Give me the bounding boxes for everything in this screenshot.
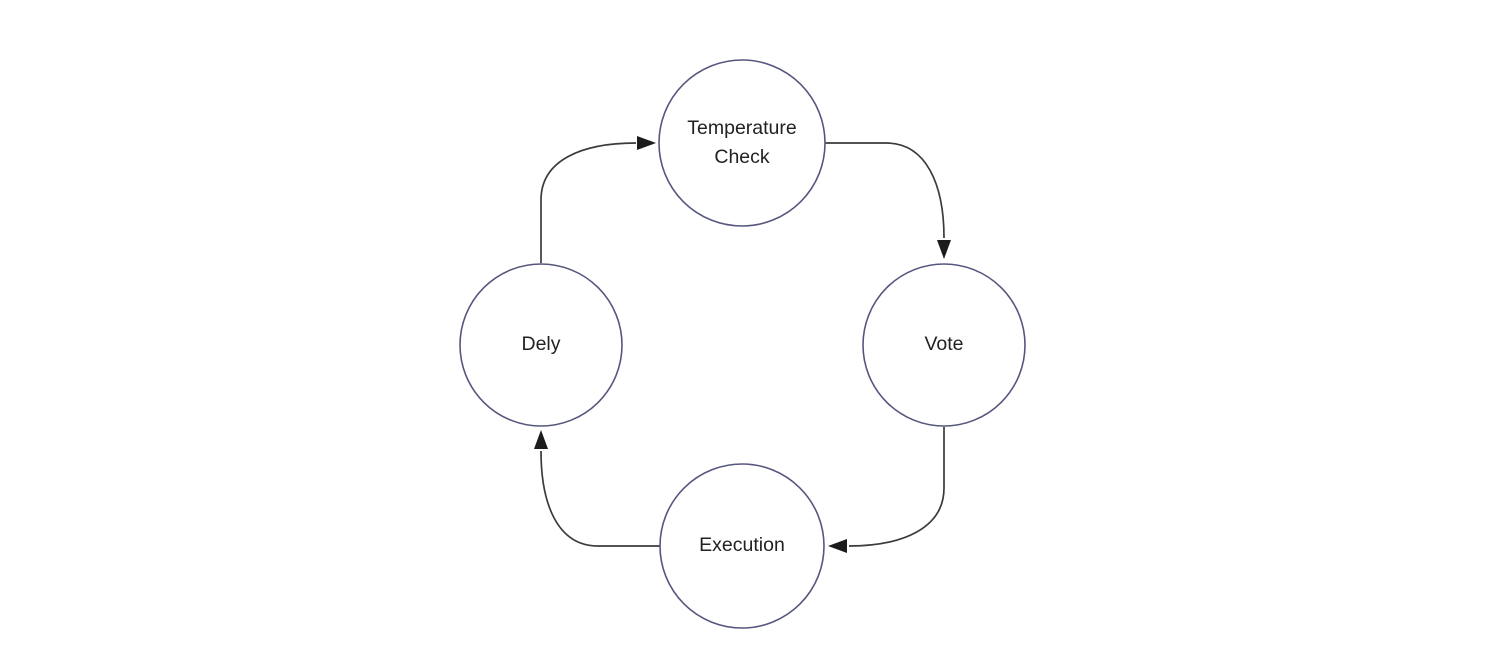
edge-dely-to-temperature-check[interactable] <box>540 136 656 263</box>
arrow-head-icon <box>937 240 951 259</box>
node-temperature-check[interactable]: Temperature Check <box>658 59 826 227</box>
arrow-head-icon <box>828 539 847 553</box>
node-execution[interactable]: Execution <box>659 463 825 629</box>
node-shape <box>659 463 825 629</box>
node-label-line2: Check <box>714 146 770 168</box>
node-label: Vote <box>924 333 963 355</box>
edge-path <box>824 142 945 239</box>
arrow-head-icon <box>637 136 656 150</box>
node-shape <box>862 263 1026 427</box>
node-shape <box>459 263 623 427</box>
node-shape <box>658 59 826 227</box>
node-group: Temperature Check Vote Execution Dely <box>459 59 1026 629</box>
edge-path <box>540 142 637 263</box>
arrow-head-icon <box>534 430 548 449</box>
node-label: Dely <box>521 333 560 355</box>
node-dely[interactable]: Dely <box>459 263 623 427</box>
node-vote[interactable]: Vote <box>862 263 1026 427</box>
edge-execution-to-dely[interactable] <box>534 430 660 547</box>
edge-vote-to-execution[interactable] <box>828 427 945 553</box>
node-label: Temperature <box>687 117 796 139</box>
edge-group <box>534 136 951 553</box>
edge-path <box>848 427 945 547</box>
node-label: Execution <box>699 534 785 556</box>
edge-temperature-check-to-vote[interactable] <box>824 142 951 259</box>
edge-path <box>540 450 660 547</box>
